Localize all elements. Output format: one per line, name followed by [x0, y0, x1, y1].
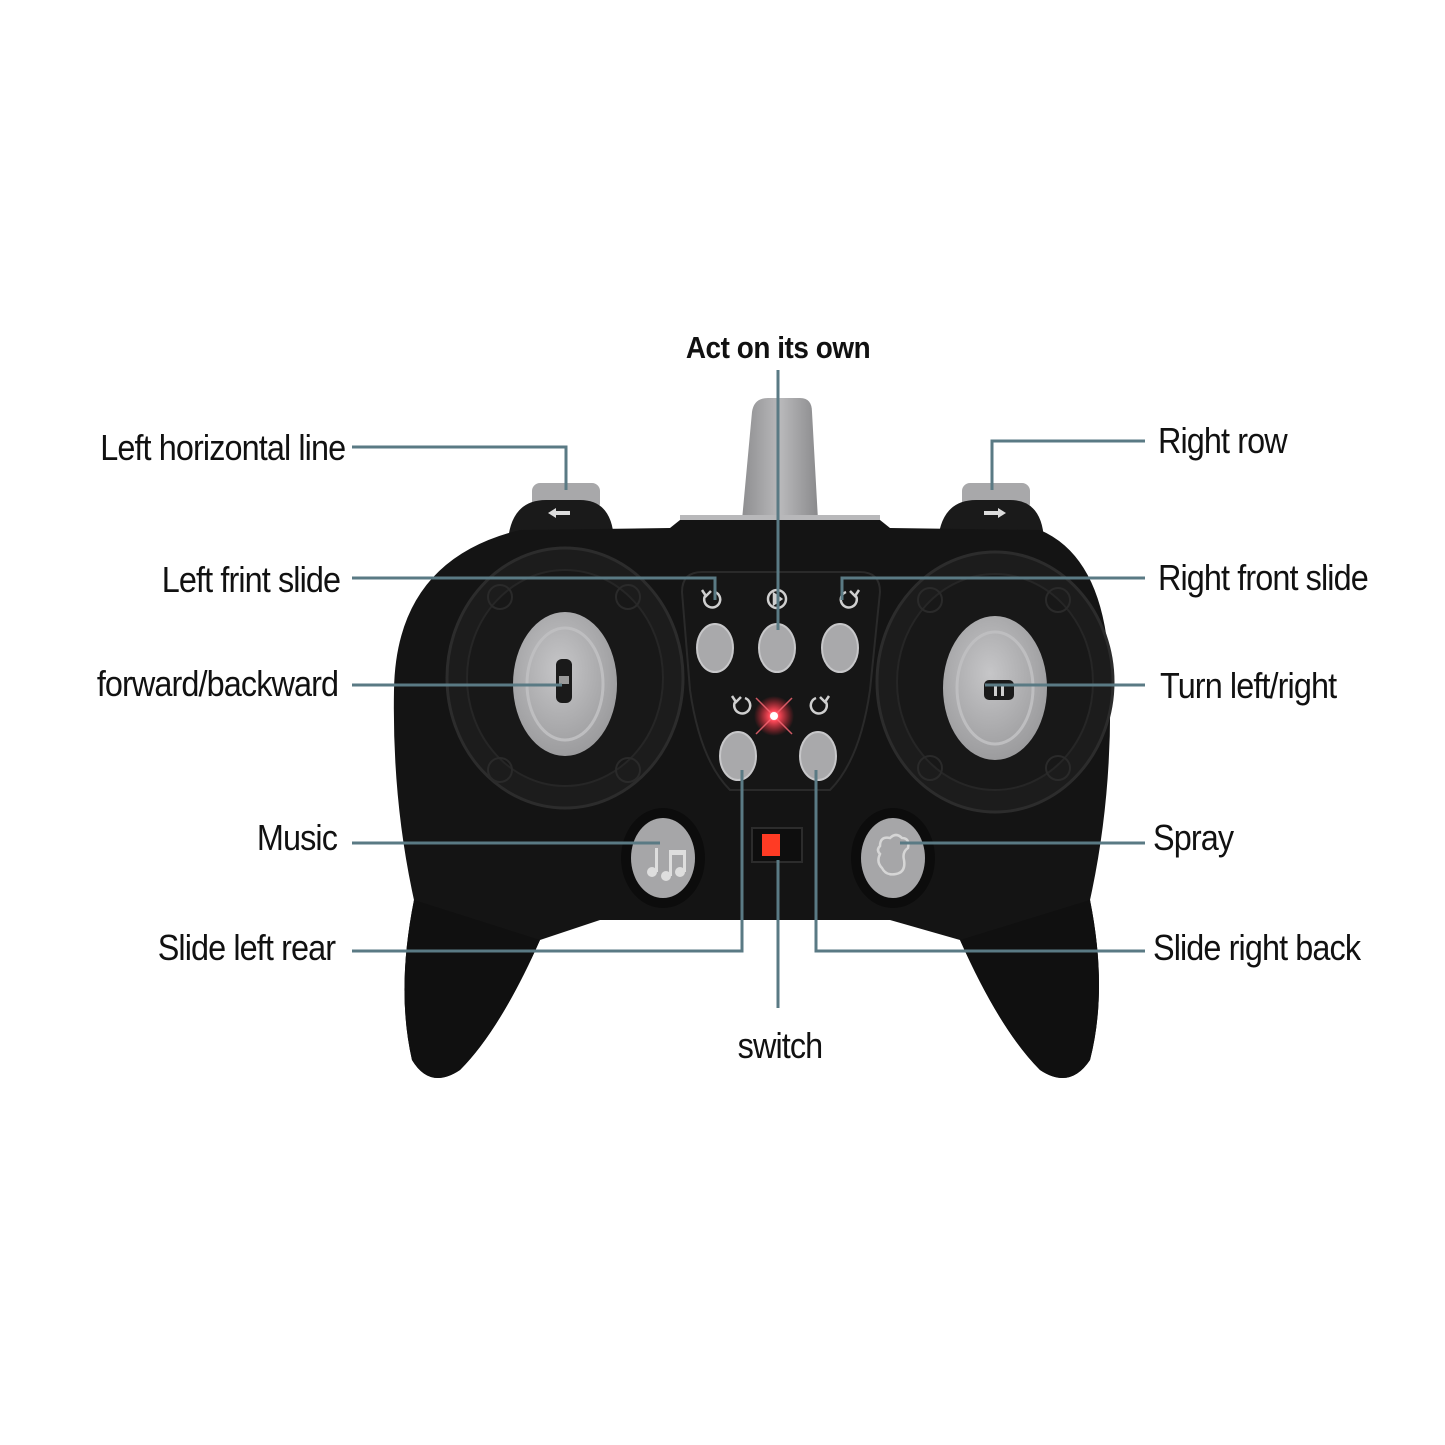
power-switch[interactable]: [751, 827, 803, 863]
rotate-ccw-icon: [700, 589, 722, 609]
center-panel: [680, 571, 882, 791]
label-slide-left-rear: Slide left rear: [157, 927, 336, 968]
arrow-left-icon: [548, 508, 570, 518]
cloud-spray-icon: [876, 833, 910, 876]
act-on-its-own-button[interactable]: [758, 623, 796, 673]
right-front-slide-button[interactable]: [821, 623, 859, 673]
label-turn-left-right: Turn left/right: [1160, 665, 1337, 706]
face-buttons: [696, 623, 859, 781]
label-music: Music: [256, 817, 338, 858]
label-act-on-its-own: Act on its own: [685, 330, 871, 365]
label-right-row: Right row: [1158, 420, 1288, 461]
label-spray: Spray: [1153, 817, 1234, 858]
rotate-cw-icon: [809, 695, 831, 715]
leader-lines: [352, 370, 1145, 1008]
slide-left-rear-button[interactable]: [719, 731, 757, 781]
music-note-icon: [647, 848, 686, 881]
label-right-front-slide: Right front slide: [1158, 557, 1369, 598]
rotate-ccw-icon: [730, 695, 752, 715]
arrow-right-icon: [984, 508, 1006, 518]
music-button[interactable]: [621, 808, 705, 908]
left-front-slide-button[interactable]: [696, 623, 734, 673]
label-left-front-slide: Left frint slide: [161, 559, 341, 600]
right-joystick[interactable]: [943, 616, 1047, 760]
power-led: [754, 696, 794, 736]
label-forward-backward: forward/backward: [96, 663, 339, 704]
antenna: [680, 398, 880, 535]
slide-right-back-button[interactable]: [799, 731, 837, 781]
label-switch: switch: [737, 1025, 824, 1066]
spray-button[interactable]: [851, 808, 935, 908]
label-slide-right-back: Slide right back: [1153, 927, 1361, 968]
label-left-horizontal-line: Left horizontal line: [100, 427, 346, 468]
